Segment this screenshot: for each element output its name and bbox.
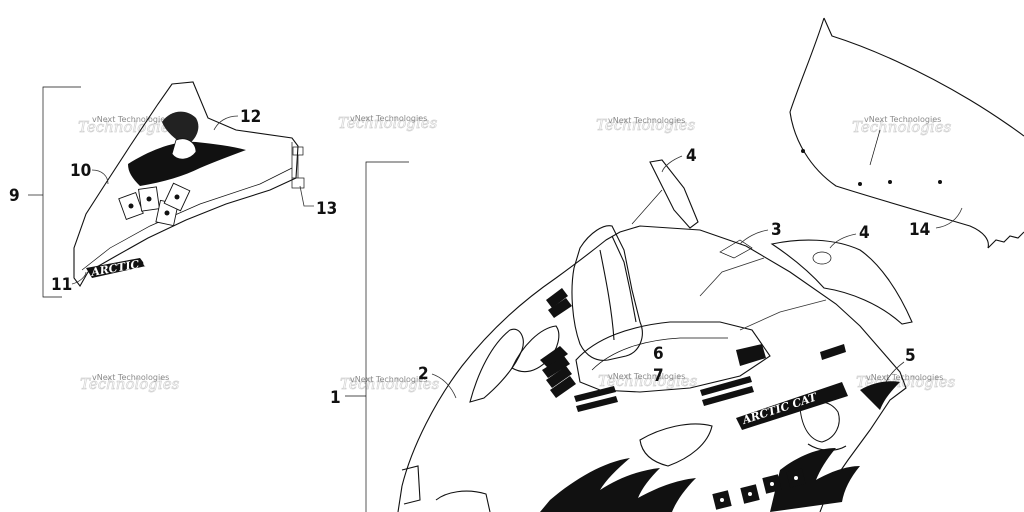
watermark-text: vNext Technologies [864, 115, 941, 124]
watermark-text: vNext Technologies [608, 116, 685, 125]
callout-3: 3 [771, 220, 782, 240]
watermark-4: Technologies vNext Technologies [852, 115, 952, 136]
callout-5: 5 [905, 346, 916, 366]
windshield [789, 17, 1024, 249]
side-panel [631, 159, 699, 229]
watermark-text: vNext Technologies [92, 115, 169, 124]
dice-graphic [712, 468, 806, 510]
windshield-side-piece [719, 239, 913, 325]
callout-13: 13 [316, 199, 337, 219]
bracket-9 [28, 86, 81, 298]
card-graphics [118, 182, 191, 227]
watermark-ghost: Technologies [338, 114, 438, 132]
callout-14: 14 [909, 220, 930, 240]
callout-11: 11 [51, 275, 72, 295]
watermark-text: vNext Technologies [350, 375, 427, 384]
callout-9: 9 [9, 186, 20, 206]
watermark-1: Technologies vNext Technologies [78, 115, 178, 136]
callout-4-right: 4 [859, 223, 870, 243]
watermark-text: vNext Technologies [608, 372, 685, 381]
bracket-1 [345, 161, 409, 512]
watermark-ghost: Technologies [596, 116, 696, 134]
watermark-ghost: Technologies [598, 372, 698, 390]
watermark-ghost: Technologies [78, 118, 178, 136]
watermark-5: Technologies vNext Technologies [80, 373, 180, 393]
callout-2: 2 [418, 364, 429, 384]
louver-grille-lower [574, 376, 754, 412]
watermark-text: vNext Technologies [92, 373, 169, 382]
watermark-text: vNext Technologies [350, 114, 427, 123]
brand-decal-small: ARCTIC CAT [86, 253, 169, 280]
louver-grille-left [540, 288, 576, 398]
watermark-6: Technologies vNext Technologies [340, 375, 440, 394]
flame-graphic [540, 381, 900, 512]
callout-12: 12 [240, 107, 261, 127]
callout-10: 10 [70, 161, 91, 181]
watermark-3: Technologies vNext Technologies [596, 116, 696, 135]
hood-panel-detail: ARCTIC CAT [73, 81, 305, 287]
watermark-ghost: Technologies [80, 375, 180, 393]
watermark-7: Technologies vNext Technologies [598, 372, 698, 391]
watermark-ghost: Technologies [340, 375, 440, 393]
watermark-ghost: Technologies [852, 118, 952, 136]
watermark-2: Technologies vNext Technologies [338, 114, 438, 133]
callout-1: 1 [330, 388, 341, 408]
main-hood-assembly: ARCTIC CAT [397, 225, 907, 512]
callout-4-center: 4 [686, 146, 697, 166]
brand-decal-small-text: ARCTIC CAT [89, 253, 169, 280]
callout-6: 6 [653, 344, 664, 364]
watermark-text: vNext Technologies [866, 373, 943, 382]
leader-lines [71, 115, 963, 399]
callout-7: 7 [653, 366, 664, 386]
